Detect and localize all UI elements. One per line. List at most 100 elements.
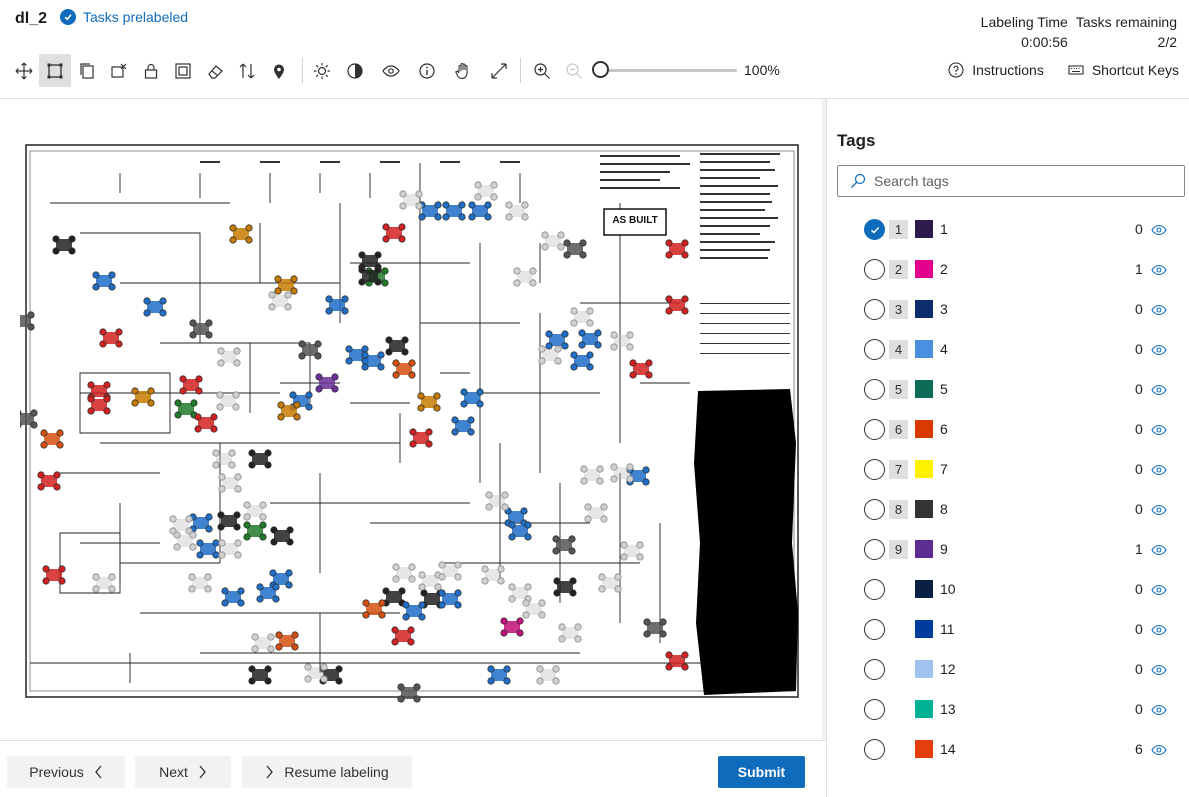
visibility-icon[interactable] [1151, 263, 1167, 277]
annotation-region[interactable] [505, 201, 529, 221]
annotation-region[interactable] [217, 511, 241, 531]
rectangle-icon[interactable] [39, 54, 71, 87]
annotation-region[interactable] [392, 563, 416, 583]
visibility-icon[interactable] [1151, 543, 1167, 557]
annotation-region[interactable] [385, 336, 409, 356]
visibility-icon[interactable] [1151, 663, 1167, 677]
annotation-region[interactable] [570, 351, 594, 371]
tag-radio[interactable] [864, 259, 885, 280]
annotation-region[interactable] [418, 201, 442, 221]
annotation-region[interactable] [188, 573, 212, 593]
tag-radio[interactable] [864, 379, 885, 400]
annotation-region[interactable] [325, 295, 349, 315]
annotation-region[interactable] [417, 392, 441, 412]
tag-radio[interactable] [864, 299, 885, 320]
annotation-region[interactable] [536, 665, 560, 685]
annotation-region[interactable] [315, 373, 339, 393]
annotation-region[interactable] [487, 665, 511, 685]
annotation-region[interactable] [584, 503, 608, 523]
annotation-region[interactable] [665, 239, 689, 259]
annotation-region[interactable] [629, 359, 653, 379]
visibility-icon[interactable] [1151, 223, 1167, 237]
annotation-region[interactable] [248, 665, 272, 685]
annotation-region[interactable] [87, 395, 111, 415]
engineering-drawing[interactable]: AS BUILT [20, 143, 802, 703]
visibility-icon[interactable] [1151, 383, 1167, 397]
lock-icon[interactable] [135, 54, 167, 87]
annotation-region[interactable] [361, 351, 385, 371]
zoom-slider-thumb[interactable] [592, 61, 609, 78]
annotation-region[interactable] [194, 413, 218, 433]
tag-radio[interactable] [864, 499, 885, 520]
annotation-region[interactable] [99, 328, 123, 348]
annotation-region[interactable] [570, 307, 594, 327]
annotation-region[interactable] [485, 491, 509, 511]
info-icon[interactable] [411, 54, 443, 87]
annotation-region[interactable] [474, 181, 498, 201]
annotation-region[interactable] [513, 267, 537, 287]
annotation-region[interactable] [256, 583, 280, 603]
annotation-region[interactable] [438, 589, 462, 609]
fit-icon[interactable] [483, 54, 515, 87]
annotation-region[interactable] [665, 295, 689, 315]
annotation-region[interactable] [251, 633, 275, 653]
annotation-region[interactable] [270, 526, 294, 546]
annotation-region[interactable] [580, 465, 604, 485]
annotation-region[interactable] [212, 449, 236, 469]
tag-search-input[interactable]: Search tags [837, 165, 1185, 197]
annotation-region[interactable] [298, 340, 322, 360]
hand-icon[interactable] [447, 54, 479, 87]
annotation-region[interactable] [20, 311, 35, 331]
annotation-regions[interactable] [20, 181, 689, 703]
annotation-region[interactable] [362, 599, 386, 619]
visibility-icon[interactable] [1151, 463, 1167, 477]
eraser-icon[interactable] [199, 54, 231, 87]
annotation-region[interactable] [620, 541, 644, 561]
pan-icon[interactable] [8, 54, 40, 87]
tag-radio[interactable] [864, 419, 885, 440]
annotation-region[interactable] [173, 531, 197, 551]
annotation-region[interactable] [508, 521, 532, 541]
annotation-region[interactable] [268, 291, 292, 311]
contrast-icon[interactable] [339, 54, 371, 87]
annotation-region[interactable] [189, 319, 213, 339]
annotation-region[interactable] [552, 535, 576, 555]
annotation-region[interactable] [131, 387, 155, 407]
visibility-icon[interactable] [1151, 503, 1167, 517]
annotation-region[interactable] [216, 391, 240, 411]
annotation-region[interactable] [610, 331, 634, 351]
annotation-region[interactable] [553, 577, 577, 597]
annotation-region[interactable] [578, 329, 602, 349]
annotation-region[interactable] [174, 399, 198, 419]
tag-radio[interactable] [864, 459, 885, 480]
annotation-region[interactable] [442, 201, 466, 221]
visibility-icon[interactable] [1151, 583, 1167, 597]
canvas-scrollbar[interactable] [822, 99, 826, 739]
multi-select-icon[interactable] [167, 54, 199, 87]
remove-region-icon[interactable] [103, 54, 135, 87]
resume-labeling-button[interactable]: Resume labeling [242, 756, 412, 788]
tag-radio[interactable] [864, 579, 885, 600]
annotation-region[interactable] [229, 224, 253, 244]
annotation-region[interactable] [399, 190, 423, 210]
annotation-region[interactable] [277, 401, 301, 421]
annotation-region[interactable] [42, 565, 66, 585]
annotation-region[interactable] [358, 266, 382, 286]
visibility-icon[interactable] [1151, 343, 1167, 357]
annotation-region[interactable] [610, 463, 634, 483]
annotation-region[interactable] [643, 618, 667, 638]
canvas-viewport[interactable]: AS BUILT [0, 99, 822, 739]
annotation-region[interactable] [143, 297, 167, 317]
annotation-region[interactable] [243, 521, 267, 541]
annotation-region[interactable] [665, 651, 689, 671]
annotation-region[interactable] [563, 239, 587, 259]
